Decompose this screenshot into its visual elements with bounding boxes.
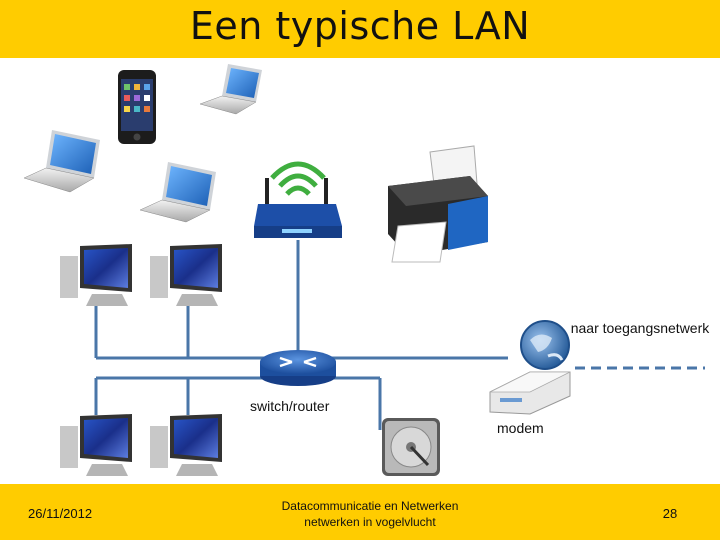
network-diagram: [23, 64, 705, 476]
footer-bar: 26/11/2012 Datacommunicatie en Netwerken…: [0, 484, 720, 540]
laptop-icon: [139, 162, 216, 223]
wifi-router-icon: [254, 161, 342, 238]
footer-course-line2: netwerken in vogelvlucht: [304, 515, 436, 529]
laptop-icon: [23, 130, 100, 193]
slide-title: Een typische LAN: [189, 4, 531, 48]
footer-course-line1: Datacommunicatie en Netwerken: [281, 499, 459, 513]
page-number: 28: [662, 506, 678, 521]
desktop-computer-icon: [60, 414, 132, 476]
footer-date: 26/11/2012: [28, 506, 93, 521]
hard-drive-icon: [382, 418, 440, 476]
desktop-computer-icon: [60, 244, 132, 306]
printer-icon: [388, 145, 488, 263]
switch-router-label: switch/router: [250, 398, 330, 414]
access-network-label: naar toegangsnetwerk: [570, 320, 710, 336]
footer-course-title: Datacommunicatie en Netwerken netwerken …: [220, 498, 520, 530]
desktop-computer-icon: [150, 244, 222, 306]
title-bar: [0, 0, 720, 58]
laptop-icon: [199, 64, 262, 115]
switch-router-icon: [260, 350, 336, 386]
desktop-computer-icon: [150, 414, 222, 476]
modem-label: modem: [497, 420, 544, 436]
smartphone-icon: [118, 70, 156, 144]
modem-icon: [489, 320, 571, 415]
